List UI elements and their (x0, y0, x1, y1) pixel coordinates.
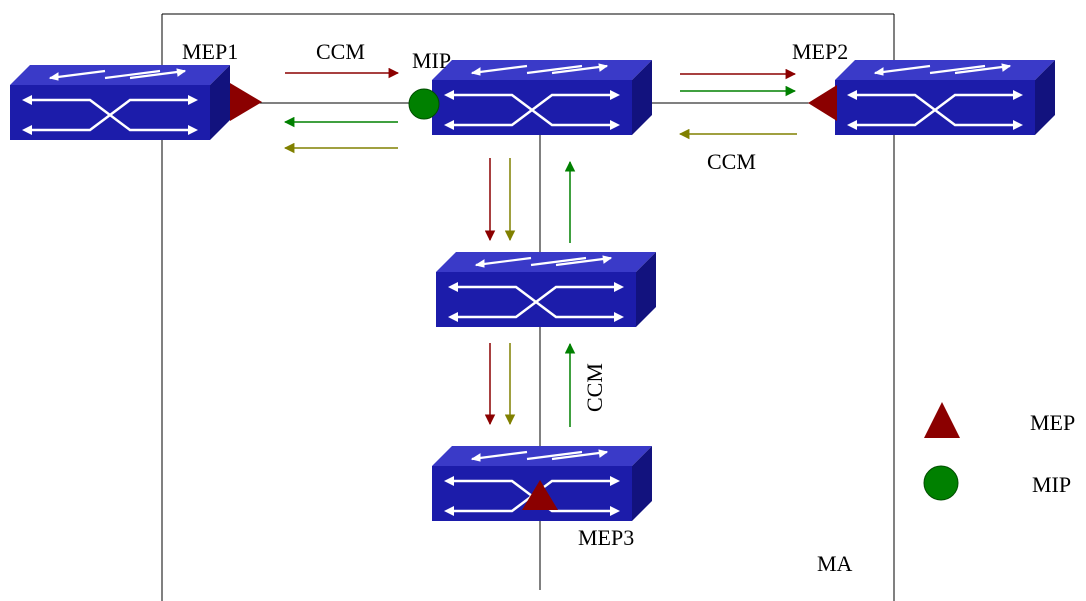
mep1-triangle-icon (230, 83, 262, 121)
label-ccm-right: CCM (707, 149, 756, 174)
label-ccm-vertical: CCM (582, 363, 607, 412)
mip-circle-icon (408, 88, 440, 120)
label-mep1: MEP1 (182, 39, 239, 64)
network-links (258, 102, 835, 590)
label-ma: MA (817, 551, 853, 576)
switch-middle-icon (434, 250, 658, 329)
mep2-triangle-icon (808, 85, 837, 121)
legend-mip-label: MIP (1032, 472, 1072, 497)
legend-mep-triangle-icon (924, 402, 960, 438)
label-mip: MIP (412, 48, 452, 73)
switch-mep1-icon (8, 63, 232, 142)
label-mep3: MEP3 (578, 525, 635, 550)
legend-mep-label: MEP (1030, 410, 1076, 435)
mep3-triangle-icon (522, 480, 558, 510)
legend-mip-circle-icon (923, 465, 959, 501)
label-ccm-top: CCM (316, 39, 365, 64)
label-mep2: MEP2 (792, 39, 849, 64)
switch-mip-icon (430, 58, 654, 137)
switch-mep2-icon (833, 58, 1057, 137)
